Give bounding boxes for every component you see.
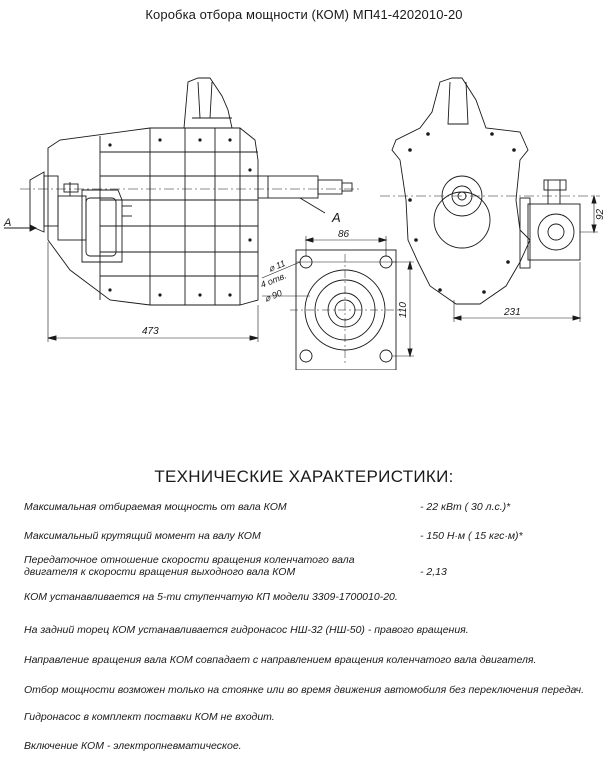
spec-label: Передаточное отношение скорости вращения… bbox=[24, 554, 355, 578]
spec-note: Направление вращения вала КОМ совпадает … bbox=[24, 654, 537, 666]
dim-overall-length: 473 bbox=[142, 326, 159, 337]
gearbox-rear-view bbox=[380, 77, 600, 322]
dim-side-width: 231 bbox=[503, 307, 521, 318]
dim-flange-height: 110 bbox=[398, 302, 409, 318]
view-marker-left: А bbox=[3, 217, 11, 229]
spec-note: Гидронасос в комплект поставки КОМ не вх… bbox=[24, 711, 275, 723]
spec-label: Максимальная отбираемая мощность от вала… bbox=[24, 501, 287, 513]
spec-note: Отбор мощности возможен только на стоянк… bbox=[24, 684, 585, 696]
spec-note: Включение КОМ - электропневматическое. bbox=[24, 740, 242, 752]
document-title: Коробка отбора мощности (КОМ) МП41-42020… bbox=[145, 7, 463, 22]
spec-value: - 22 кВт ( 30 л.с.)* bbox=[420, 501, 511, 513]
spec-note: На задний торец КОМ устанавливается гидр… bbox=[24, 624, 469, 636]
spec-value: - 2,13 bbox=[420, 566, 447, 578]
dim-flange-width: 86 bbox=[338, 229, 350, 240]
specs-heading: ТЕХНИЧЕСКИЕ ХАРАКТЕРИСТИКИ: bbox=[154, 467, 454, 486]
technical-drawing: А А 473 86 110 ⌀ 11 4 отв. ⌀ 90 231 92 bbox=[3, 77, 606, 370]
flange-view bbox=[261, 236, 414, 370]
dim-side-height: 92 bbox=[595, 208, 606, 220]
gearbox-side-view bbox=[4, 77, 360, 342]
view-marker-right: А bbox=[331, 210, 341, 225]
spec-value: - 150 Н·м ( 15 кгс·м)* bbox=[420, 530, 523, 542]
spec-note: КОМ устанавливается на 5-ти ступенчатую … bbox=[24, 591, 398, 603]
dim-circle-diameter: ⌀ 90 bbox=[263, 288, 283, 304]
spec-label: Максимальный крутящий момент на валу КОМ bbox=[24, 530, 261, 542]
